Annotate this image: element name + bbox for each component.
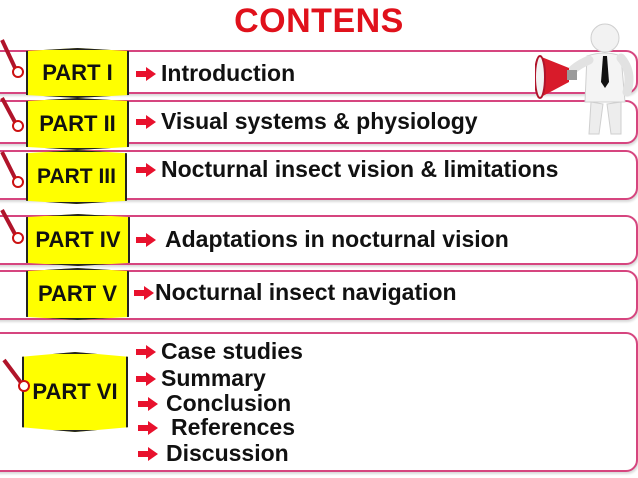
item-text: Nocturnal insect navigation <box>155 279 457 305</box>
page-title: CONTENS <box>234 2 404 40</box>
arrow-right-icon <box>138 420 158 435</box>
item-text: Discussion <box>166 440 289 466</box>
item-text: Conclusion <box>166 390 292 416</box>
item-text: Nocturnal insect vision & limitations <box>161 156 559 182</box>
push-pin-icon <box>0 39 24 78</box>
arrow-right-icon <box>136 344 156 359</box>
list-item: Summary <box>136 365 266 392</box>
part-tag-2: PART II <box>26 98 129 150</box>
part-tag-5: PART V <box>26 268 129 320</box>
part-tag-6: PART VI <box>22 352 128 432</box>
push-pin-icon <box>0 97 24 132</box>
arrow-right-icon <box>134 285 154 300</box>
item-text: Adaptations in nocturnal vision <box>165 226 509 252</box>
arrow-right-icon <box>136 66 156 81</box>
list-item: Case studies <box>136 338 303 365</box>
arrow-right-icon <box>136 162 156 177</box>
push-pin-icon <box>0 151 24 188</box>
arrow-right-icon <box>136 232 156 247</box>
list-item: Nocturnal insect navigation <box>134 279 457 306</box>
part-tag-3: PART III <box>26 150 127 204</box>
megaphone-person-icon <box>535 23 634 135</box>
part-tag-1: PART I <box>26 48 129 98</box>
item-text: References <box>171 414 296 440</box>
list-item: Discussion <box>138 440 289 467</box>
arrow-right-icon <box>138 396 158 411</box>
arrow-right-icon <box>136 371 156 386</box>
part-tag-4: PART IV <box>26 214 130 266</box>
arrow-right-icon <box>136 114 156 129</box>
list-item: Visual systems & physiology <box>136 108 478 135</box>
item-text: Introduction <box>161 60 296 86</box>
list-item: Introduction <box>136 60 295 87</box>
push-pin-icon <box>2 358 30 392</box>
list-item: References <box>138 414 295 441</box>
item-text: Visual systems & physiology <box>161 108 478 134</box>
push-pin-icon <box>0 209 24 244</box>
arrow-right-icon <box>138 446 158 461</box>
item-text: Summary <box>161 365 266 391</box>
list-item: Adaptations in nocturnal vision <box>136 226 509 253</box>
item-text: Case studies <box>161 338 303 364</box>
list-item: Nocturnal insect vision & limitations <box>136 156 558 183</box>
list-item: Conclusion <box>138 390 291 417</box>
